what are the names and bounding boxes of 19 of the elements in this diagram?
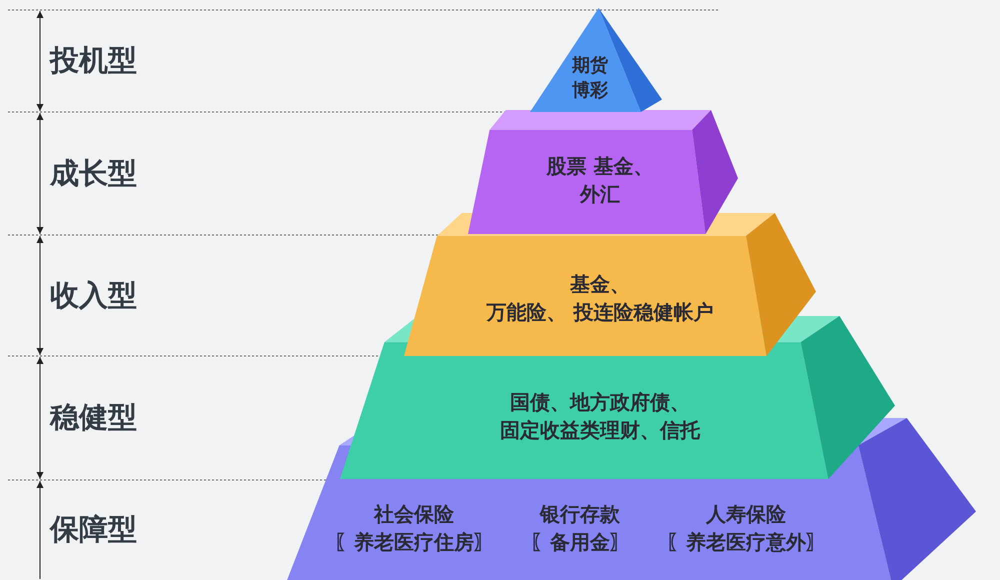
category-label: 收入型 [50, 276, 137, 314]
layer-text: 〖养老医疗意外〗 [666, 529, 826, 556]
category-label: 稳健型 [50, 399, 137, 436]
layer-text: 股票 基金、 [546, 153, 654, 180]
category-label: 投机型 [50, 42, 137, 79]
category-label: 成长型 [50, 154, 137, 192]
layer-text: 国债、地方政府债、 [510, 389, 690, 416]
layer-text: 固定收益类理财、信托 [500, 417, 700, 444]
layer-text: 基金、 [570, 271, 630, 298]
layer-text: 万能险、 投连险稳健帐户 [486, 299, 714, 326]
layer-text: 人寿保险 [706, 501, 786, 528]
layer-text: 〖备用金〗 [530, 529, 630, 556]
category-label: 保障型 [50, 511, 137, 548]
layer-text: 博彩 [572, 79, 608, 103]
layer-text: 外汇 [580, 181, 620, 208]
layer-text: 银行存款 [540, 501, 620, 528]
layer-text: 社会保险 [374, 501, 454, 528]
layer-text: 〖养老医疗住房〗 [334, 529, 494, 556]
layer-text: 期货 [572, 54, 608, 78]
